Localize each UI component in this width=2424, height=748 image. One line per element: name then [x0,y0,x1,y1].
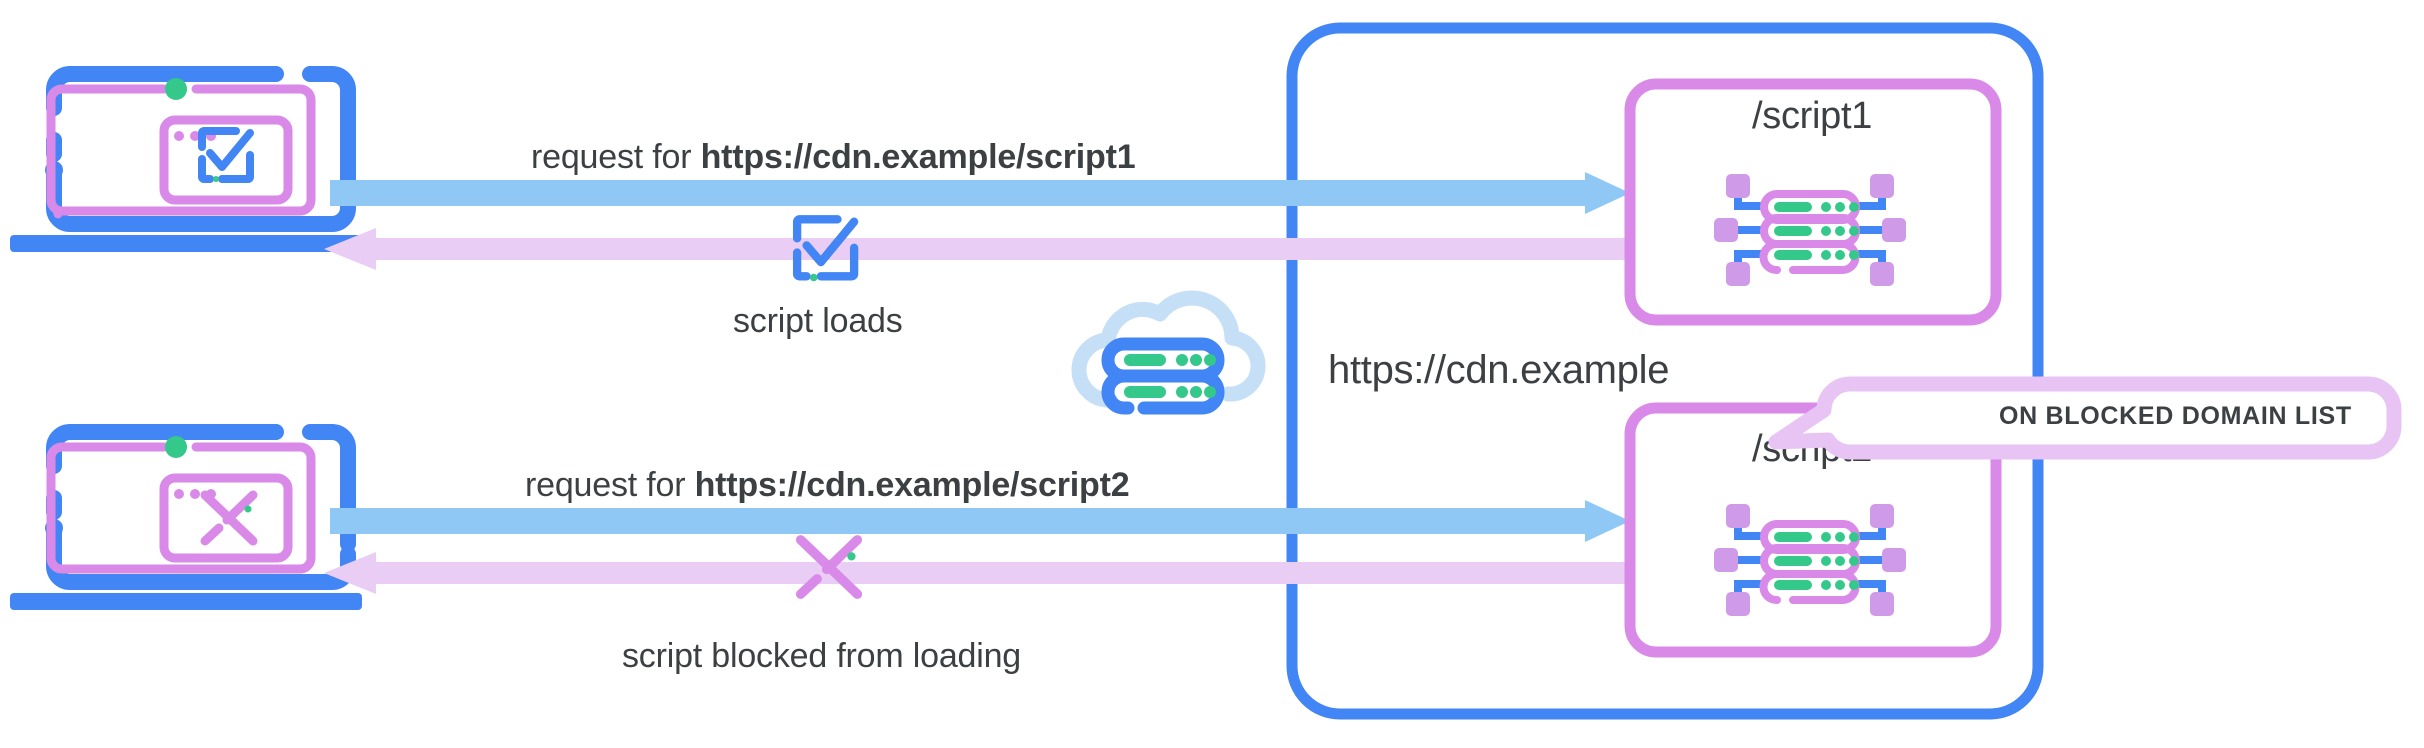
cross-x-icon-small [200,490,258,546]
response-arrow-script1 [324,228,1630,270]
cdn-domain-label: https://cdn.example [1328,348,1670,392]
request-label-script2: request for https://cdn.example/script2 [525,466,1130,505]
request-url-2: https://cdn.example/script2 [694,466,1130,504]
endpoint-box-script2 [1624,402,2002,658]
laptop-2-screen-content [46,436,316,574]
cdn-boundary-container [1286,22,2044,720]
laptop-1-screen-content [46,78,316,219]
blocked-domain-callout-text: ON BLOCKED DOMAIN LIST [1999,402,2352,430]
response-caption-script2: script blocked from loading [622,637,1022,675]
server-network-icon-script1 [1714,174,1906,286]
blocked-domain-callout [1768,376,2402,460]
response-arrow-script2 [324,552,1630,594]
checkbox-check-icon-small [198,127,254,183]
response-caption-script1: script loads [733,302,903,340]
endpoint-box-script1 [1624,78,2002,326]
laptop-1-base [10,235,362,252]
request-prefix-1: request for [531,138,701,176]
endpoint-label-script1: /script1 [1752,95,1873,137]
checkbox-check-icon [792,215,859,282]
request-arrow-script2 [330,500,1630,542]
request-arrow-script1 [330,172,1630,214]
cloud-server-icon [1071,290,1266,415]
request-label-script1: request for https://cdn.example/script1 [531,138,1136,177]
request-prefix-2: request for [525,466,695,504]
request-url-1: https://cdn.example/script1 [700,138,1136,176]
server-network-icon-script2 [1714,504,1906,616]
laptop-2-base [10,593,362,610]
cross-x-icon [795,535,863,599]
